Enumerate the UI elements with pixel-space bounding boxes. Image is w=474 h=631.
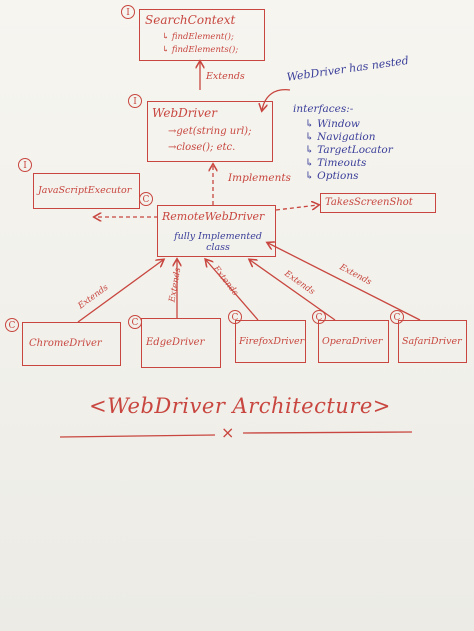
footer-line-left [59,434,216,438]
class-badge: C [139,192,153,206]
class-badge: C [390,310,404,324]
takes-screenshot-box[interactable]: TakesScreenShot [320,193,436,213]
webdriver-method-1: →get(string url); [168,126,252,137]
nested-interface-item: ↳ Options [305,170,359,182]
edge-safari-remote [268,243,421,321]
firefox-driver-title: FirefoxDriver [239,336,305,347]
edge-driver-box[interactable]: EdgeDriver [141,318,221,368]
javascript-executor-box[interactable]: JavaScriptExecutor [33,173,140,209]
chrome-driver-title: ChromeDriver [29,338,102,349]
interface-badge: I [128,94,142,108]
nested-interface-item: ↳ Timeouts [305,157,367,169]
edge-driver-title: EdgeDriver [146,337,205,348]
interface-badge: I [18,158,32,172]
remote-webdriver-box[interactable]: RemoteWebDriver fully Implemented class [157,205,276,257]
edge-chrome-remote [77,260,163,323]
class-badge: C [128,315,142,329]
search-context-title: SearchContext [145,13,236,27]
webdriver-method-2: →close(); etc. [168,142,236,153]
takes-screenshot-title: TakesScreenShot [325,197,413,208]
interface-badge: I [121,5,135,19]
remote-webdriver-title: RemoteWebDriver [162,210,265,223]
safari-driver-title: SafariDriver [402,336,462,347]
nested-interface-item: ↳ TargetLocator [305,144,393,156]
edge-firefox-remote [206,260,259,321]
chrome-driver-box[interactable]: ChromeDriver [22,322,121,366]
implements-label: Implements [228,172,291,184]
class-badge: C [5,318,19,332]
extends-label-top: Extends [206,71,245,82]
note-pointer [262,89,291,110]
diagram-title: <WebDriver Architecture> [89,394,391,418]
search-context-method-1: ↳ findElement(); [162,32,234,42]
footer-mark: × [221,423,235,442]
firefox-driver-box[interactable]: FirefoxDriver [235,320,306,363]
class-badge: C [312,310,326,324]
nested-interface-item: ↳ Window [305,118,360,130]
opera-driver-title: OperaDriver [322,336,383,347]
nested-interfaces-note-subtitle: interfaces:- [293,103,354,115]
remote-webdriver-subtitle: fully Implemented class [174,231,262,253]
search-context-box[interactable]: SearchContext ↳ findElement(); ↳ findEle… [139,9,265,61]
webdriver-title: WebDriver [152,106,217,120]
nested-interface-item: ↳ Navigation [305,131,376,143]
footer-line-right [242,431,413,434]
edge-remote-screenshot [275,205,318,211]
webdriver-box[interactable]: WebDriver →get(string url); →close(); et… [147,101,273,162]
safari-driver-box[interactable]: SafariDriver [398,320,467,363]
opera-driver-box[interactable]: OperaDriver [318,320,389,363]
javascript-executor-title: JavaScriptExecutor [38,185,132,196]
search-context-method-2: ↳ findElements(); [162,45,239,55]
